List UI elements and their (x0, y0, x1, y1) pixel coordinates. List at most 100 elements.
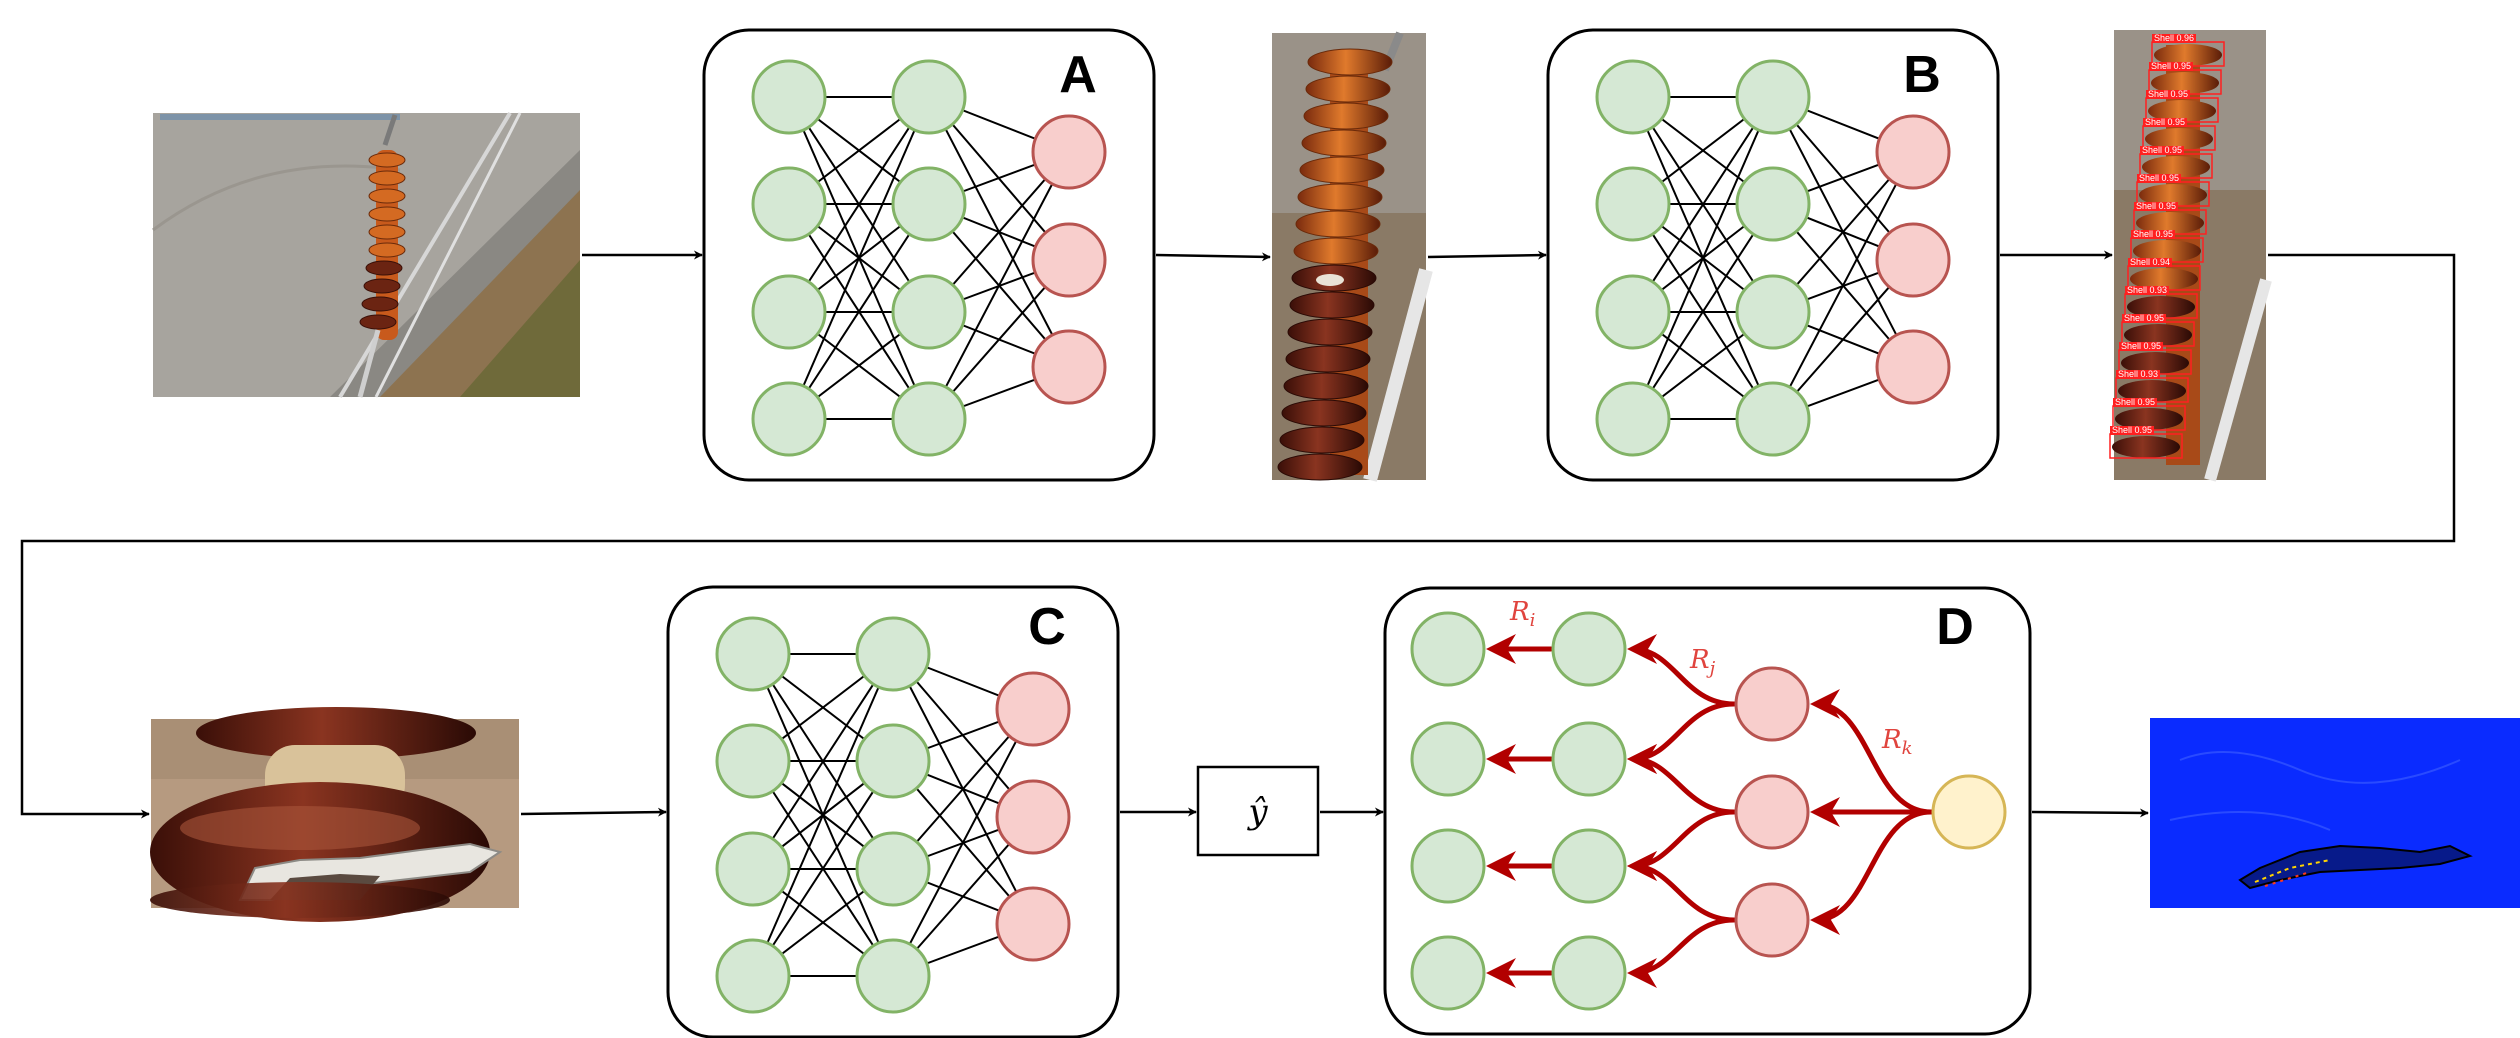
connection-edge (752, 653, 894, 977)
input-neuron (1595, 274, 1671, 350)
hidden-neuron (891, 166, 967, 242)
prediction-box (1196, 765, 1320, 857)
detection-label-bg (2128, 258, 2172, 267)
detection-label-bg (2152, 34, 2196, 43)
connection-edge (1632, 203, 1774, 420)
output-neuron (995, 886, 1071, 962)
neuron (1410, 828, 1486, 904)
hidden-neuron (855, 938, 931, 1014)
hidden-neuron (1735, 381, 1811, 457)
damaged-shell-photo (150, 707, 519, 922)
network-c-label: C (1028, 598, 1066, 656)
output-neuron (1031, 222, 1107, 298)
relevance-arrow (1627, 851, 1737, 923)
detection-label: Shell 0.95 (2139, 173, 2179, 183)
output-neuron (1031, 114, 1107, 190)
output-neuron (1734, 774, 1810, 850)
insulator-shed (2154, 44, 2222, 66)
connection-edge (752, 653, 894, 870)
hidden-neuron (891, 381, 967, 457)
insulator-shed (1279, 426, 1365, 454)
input-neuron (1595, 381, 1671, 457)
insulator-shed (1299, 156, 1385, 184)
insulator-shed (1293, 237, 1379, 265)
relevance-propagation: D Ri Rj Rk (1383, 586, 2032, 1036)
input-neuron (715, 616, 791, 692)
prediction-symbol: ŷ (1246, 792, 1268, 832)
insulator-shed (1277, 453, 1363, 481)
network-a-label: A (1059, 46, 1097, 104)
insulator-shed (2124, 324, 2192, 346)
insulator-shed (2136, 212, 2204, 234)
relevance-label-i: Ri (1509, 597, 1535, 631)
output-neuron (995, 779, 1071, 855)
input-neuron (715, 831, 791, 907)
connection-edge (1632, 96, 1774, 420)
network-b-label: B (1903, 46, 1941, 104)
arrow-detections-to-shell (20, 253, 2456, 819)
output-neuron (995, 671, 1071, 747)
input-neuron (715, 938, 791, 1014)
hidden-neuron (855, 831, 931, 907)
relevance-heatmap (2150, 718, 2520, 908)
detection-label: Shell 0.93 (2127, 285, 2167, 295)
insulator-shed (2130, 268, 2198, 290)
relevance-arrow (1627, 744, 1737, 815)
detection-label: Shell 0.95 (2151, 61, 2191, 71)
neuron (1410, 935, 1486, 1011)
detection-label-bg (2134, 202, 2178, 211)
network-d-box (1383, 586, 2032, 1036)
detection-label: Shell 0.93 (2118, 369, 2158, 379)
input-photo (152, 111, 580, 399)
output-neuron (1875, 329, 1951, 405)
insulator-shed (1287, 318, 1373, 346)
detection-label-bg (2137, 174, 2181, 183)
relevance-label-j: Rj (1689, 645, 1716, 679)
hidden-neuron (855, 723, 931, 799)
connection-edge (788, 96, 930, 313)
hidden-neuron (1735, 166, 1811, 242)
output-neuron (1734, 666, 1810, 742)
insulator-shed (1297, 183, 1383, 211)
detection-label: Shell 0.95 (2124, 313, 2164, 323)
hidden-neuron (1735, 274, 1811, 350)
detection-label: Shell 0.95 (2133, 229, 2173, 239)
insulator-shed (2112, 436, 2180, 458)
network-a: A (702, 28, 1156, 482)
detection-label: Shell 0.95 (2115, 397, 2155, 407)
detection-label-bg (2113, 398, 2157, 407)
detection-label-bg (2125, 286, 2169, 295)
insulator-shed (1281, 399, 1367, 427)
connection-edge (788, 96, 930, 420)
network-d-label: D (1936, 598, 1974, 656)
insulator-shed (2115, 408, 2183, 430)
neuron (1410, 611, 1486, 687)
detection-label: Shell 0.94 (2130, 257, 2170, 267)
network-c: C (666, 585, 1120, 1038)
input-neuron (1595, 59, 1671, 135)
detection-label-bg (2116, 370, 2160, 379)
detection-label: Shell 0.95 (2136, 201, 2176, 211)
network-b: B (1546, 28, 2000, 482)
input-neuron (751, 381, 827, 457)
insulator-shed (1305, 75, 1391, 103)
detection-label-bg (2149, 62, 2193, 71)
detection-label: Shell 0.95 (2145, 117, 2185, 127)
output-neuron (1031, 329, 1107, 405)
hidden-neuron (891, 274, 967, 350)
detection-label-bg (2131, 230, 2175, 239)
arrow-d-to-heatmap (2031, 808, 2149, 818)
insulator-shed (1295, 210, 1381, 238)
hidden-neuron (855, 616, 931, 692)
detection-label-bg (2110, 426, 2154, 435)
connection-edge (1772, 151, 1914, 420)
arrow-a-to-crop (1155, 252, 1271, 262)
connection-edge (752, 760, 894, 977)
neuron (1551, 721, 1627, 797)
insulator-shed (2127, 296, 2195, 318)
detection-label: Shell 0.95 (2148, 89, 2188, 99)
hidden-neuron (891, 59, 967, 135)
relevance-arrow (1810, 689, 1934, 815)
